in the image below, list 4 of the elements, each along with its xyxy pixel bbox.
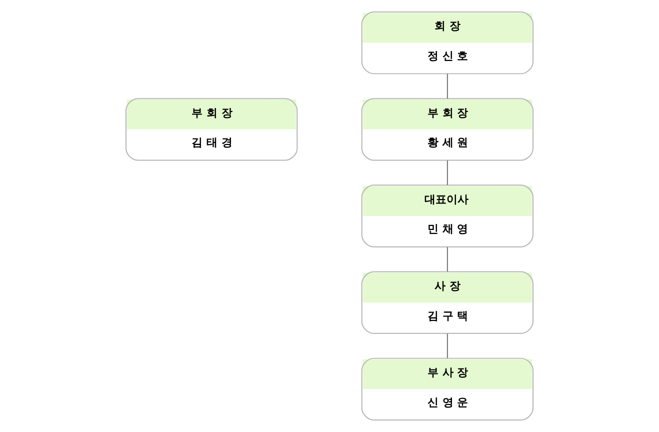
connector — [446, 160, 448, 186]
connector — [446, 73, 448, 99]
connector — [446, 333, 448, 359]
connector — [446, 246, 448, 272]
